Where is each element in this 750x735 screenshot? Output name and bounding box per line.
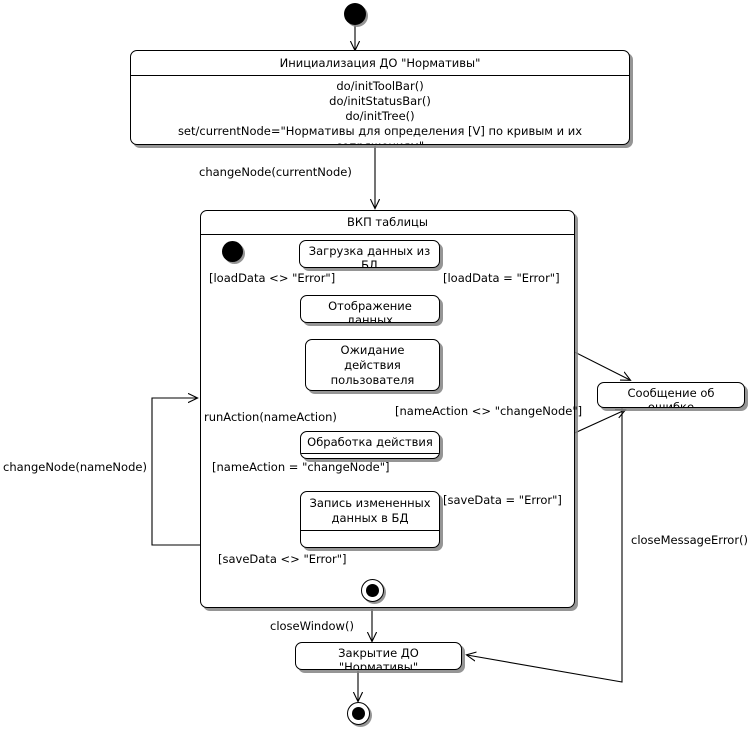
transition-label-close-message-error: closeMessageError() bbox=[631, 533, 749, 547]
state-empty-compartment bbox=[301, 454, 439, 458]
transition-label-change-node-name: changeNode(nameNode) bbox=[3, 460, 147, 474]
initial-state-node bbox=[344, 3, 366, 25]
transition-label-load-ok: [loadData <> "Error"] bbox=[209, 271, 336, 285]
state-initialization-actions: do/initToolBar() do/initStatusBar() do/i… bbox=[177, 79, 583, 144]
state-close-document-name: Закрытие ДО "Нормативы" bbox=[338, 646, 419, 670]
final-state-fill bbox=[352, 707, 365, 720]
state-compartment-separator bbox=[301, 530, 439, 531]
state-empty-compartment bbox=[301, 531, 439, 545]
inner-final-state-node bbox=[361, 579, 384, 602]
inner-initial-state-node bbox=[222, 241, 243, 262]
state-display-data[interactable]: Отображение данных bbox=[300, 295, 440, 323]
final-state-node bbox=[347, 702, 370, 725]
state-compartment-separator bbox=[301, 453, 439, 454]
final-state-fill bbox=[366, 584, 379, 597]
state-error-message-name: Сообщение об ошибке bbox=[627, 386, 715, 408]
transition-label-save-ok: [saveData <> "Error"] bbox=[218, 552, 347, 566]
transition-label-load-error: [loadData = "Error"] bbox=[443, 271, 560, 285]
state-load-data-name: Загрузка данных из БД bbox=[308, 244, 431, 268]
state-load-data[interactable]: Загрузка данных из БД bbox=[299, 240, 440, 268]
transition-label-name-action-ne: [nameAction <> "changeNode"] bbox=[395, 404, 583, 418]
state-initialization-name: Инициализация ДО "Нормативы" bbox=[279, 56, 481, 70]
transition-label-name-action-eq: [nameAction = "changeNode"] bbox=[212, 460, 390, 474]
state-wait-user-action[interactable]: Ожидание действия пользователя bbox=[305, 339, 440, 391]
state-initialization[interactable]: Инициализация ДО "Нормативы" do/initTool… bbox=[130, 50, 630, 145]
transition-label-close-window: closeWindow() bbox=[270, 619, 354, 633]
state-wait-user-action-name: Ожидание действия пользователя bbox=[330, 343, 415, 387]
state-compartment-separator bbox=[131, 75, 629, 76]
state-save-data[interactable]: Запись измененных данных в БД bbox=[300, 491, 440, 548]
state-save-data-name: Запись измененных данных в БД bbox=[309, 496, 431, 525]
state-process-action-name: Обработка действия bbox=[307, 435, 433, 449]
transition-label-change-node-current: changeNode(currentNode) bbox=[199, 165, 352, 179]
transition-label-save-error: [saveData = "Error"] bbox=[443, 493, 562, 507]
state-display-data-name: Отображение данных bbox=[328, 299, 412, 323]
composite-state-title: ВКП таблицы bbox=[201, 211, 574, 235]
state-error-message[interactable]: Сообщение об ошибке bbox=[597, 382, 745, 408]
state-close-document[interactable]: Закрытие ДО "Нормативы" bbox=[295, 642, 462, 670]
state-process-action[interactable]: Обработка действия bbox=[300, 431, 440, 459]
transition-label-run-action: runAction(nameAction) bbox=[204, 410, 337, 424]
